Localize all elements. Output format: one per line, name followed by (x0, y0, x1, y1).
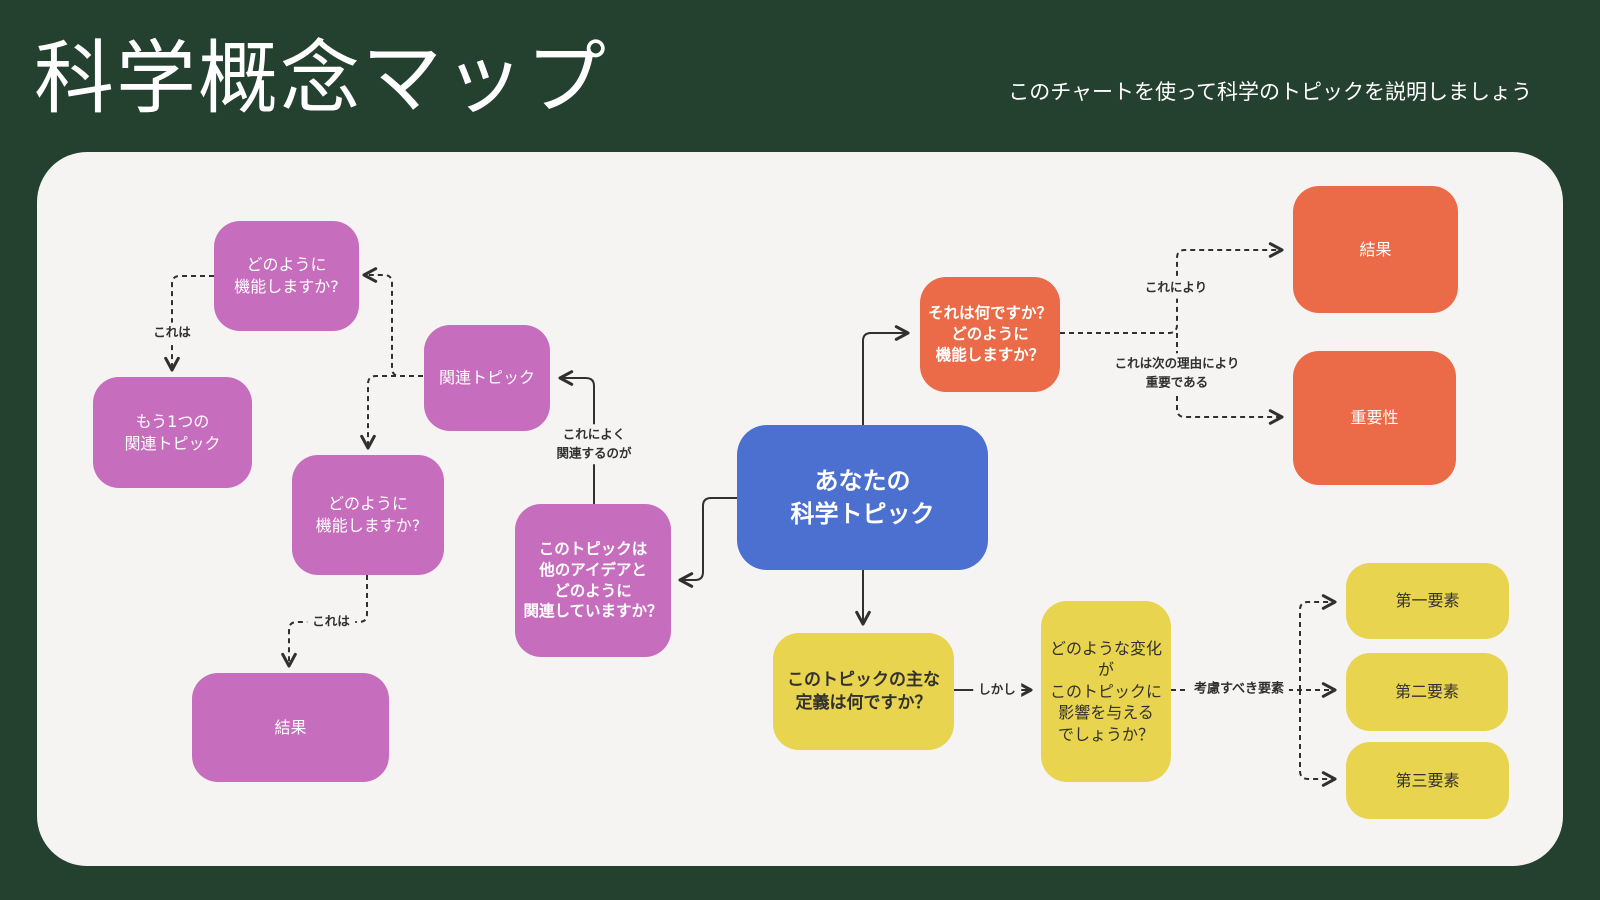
page-title: 科学概念マップ (34, 32, 608, 125)
node-how-it-works-top: どのように 機能しますか? (214, 221, 359, 331)
node-outcome-purple: 結果 (192, 673, 389, 782)
edge-label-factors-to-consider: 考慮すべき要素 (1188, 678, 1290, 700)
node-another-related-topic: もう1つの 関連トピック (93, 377, 252, 488)
node-what-is-it: それは何ですか？ どのように 機能しますか？ (920, 277, 1060, 392)
node-main-definition: このトピックの主な 定義は何ですか？ (773, 633, 954, 750)
node-relation-question: このトピックは 他のアイデアと どのように 関連していますか？ (515, 504, 671, 657)
node-factor-2: 第二要素 (1346, 653, 1508, 731)
node-factor-3: 第三要素 (1346, 742, 1509, 819)
node-factor-1: 第一要素 (1346, 563, 1509, 639)
edge-label-this-is-top: これは (148, 322, 196, 344)
node-how-it-works-bottom: どのように 機能しますか? (292, 455, 444, 575)
edge-label-important-because: これは次の理由により 重要である (1109, 353, 1245, 393)
node-importance: 重要性 (1293, 351, 1456, 485)
node-result-orange: 結果 (1293, 186, 1458, 313)
edge-label-however: しかし (973, 679, 1021, 701)
edge-label-this-is-bottom: これは (307, 611, 355, 633)
node-your-science-topic: あなたの 科学トピック (737, 425, 988, 570)
edge-label-closely-related: これによく 関連するのが (551, 424, 637, 464)
node-related-topic: 関連トピック (424, 325, 550, 431)
page-subtitle: このチャートを使って科学のトピックを説明しましょう (1008, 80, 1532, 104)
edge-label-thereby: これにより (1139, 277, 1213, 299)
node-what-changes: どのような変化が このトピックに 影響を与える でしょうか？ (1041, 601, 1171, 782)
